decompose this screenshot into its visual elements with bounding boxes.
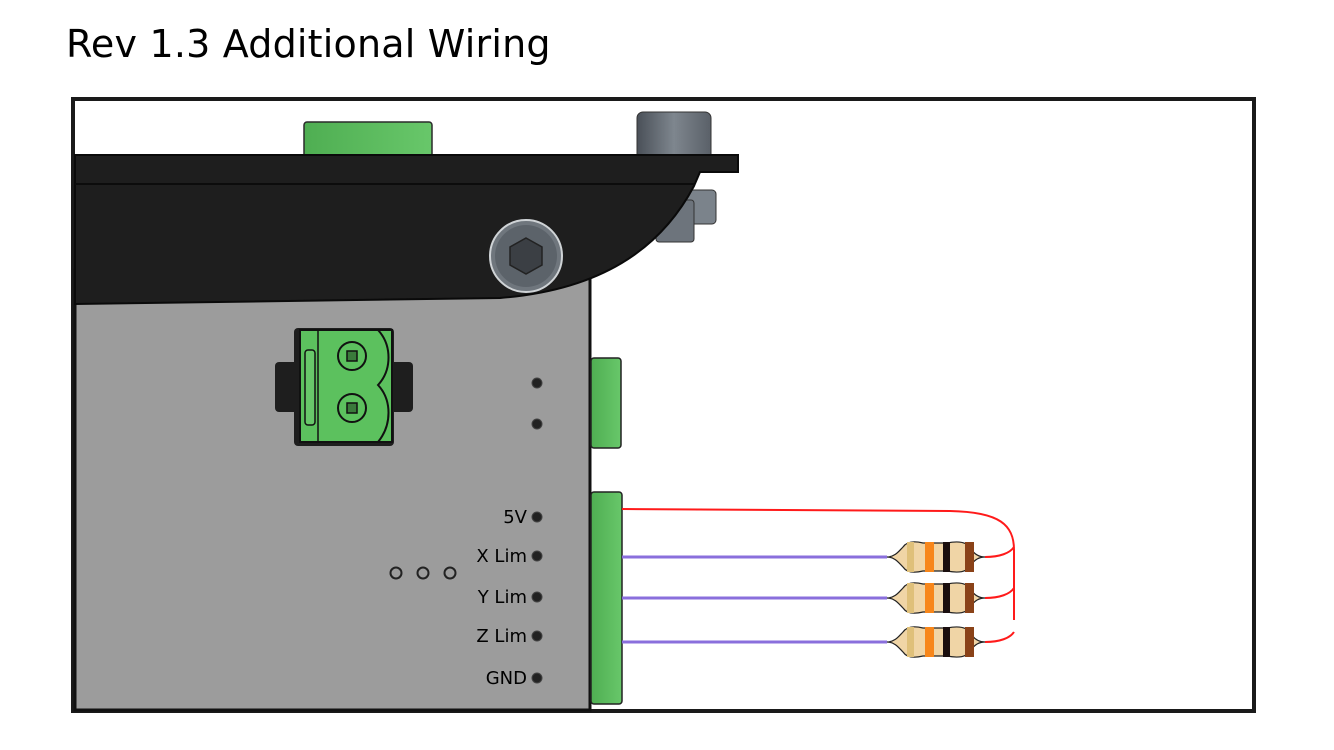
pin-dot	[531, 591, 543, 603]
pin-label-gnd: GND	[486, 668, 527, 689]
resistor-band	[907, 627, 914, 657]
resistor-band	[943, 542, 950, 572]
resistor-band	[965, 627, 974, 657]
diagram-title: Rev 1.3 Additional Wiring	[66, 22, 551, 66]
pin-dot	[531, 672, 543, 684]
resistor-band	[943, 583, 950, 613]
resistor-band	[965, 583, 974, 613]
resistor-lead	[984, 546, 1015, 558]
pullup-resistor	[886, 582, 986, 614]
mounting-bracket	[74, 154, 739, 306]
resistor-band	[925, 542, 934, 572]
pullup-resistor	[886, 626, 986, 658]
bracket-screw	[489, 219, 563, 293]
limit-switch-connector	[590, 491, 623, 705]
hole	[416, 566, 430, 580]
resistor-lead	[984, 631, 1015, 643]
resistor-band	[907, 583, 914, 613]
resistor-band	[943, 627, 950, 657]
via-dot	[531, 377, 543, 389]
pin-label-5v: 5V	[503, 507, 527, 528]
pin-dot	[531, 511, 543, 523]
resistor-band	[925, 627, 934, 657]
hole	[443, 566, 457, 580]
hole	[389, 566, 403, 580]
pin-dot	[531, 630, 543, 642]
via-dot	[531, 418, 543, 430]
resistor-lead	[984, 587, 1015, 599]
power-terminal-block	[275, 328, 413, 446]
side-connector-upper	[590, 357, 622, 449]
pin-label-y-lim: Y Lim	[477, 587, 527, 608]
resistor-band	[925, 583, 934, 613]
pin-label-z-lim: Z Lim	[476, 626, 527, 647]
resistor-band	[907, 542, 914, 572]
resistor-band	[965, 542, 974, 572]
pin-dot	[531, 550, 543, 562]
diagram-frame	[71, 97, 1256, 713]
pullup-resistor	[886, 541, 986, 573]
pin-label-x-lim: X Lim	[476, 546, 527, 567]
